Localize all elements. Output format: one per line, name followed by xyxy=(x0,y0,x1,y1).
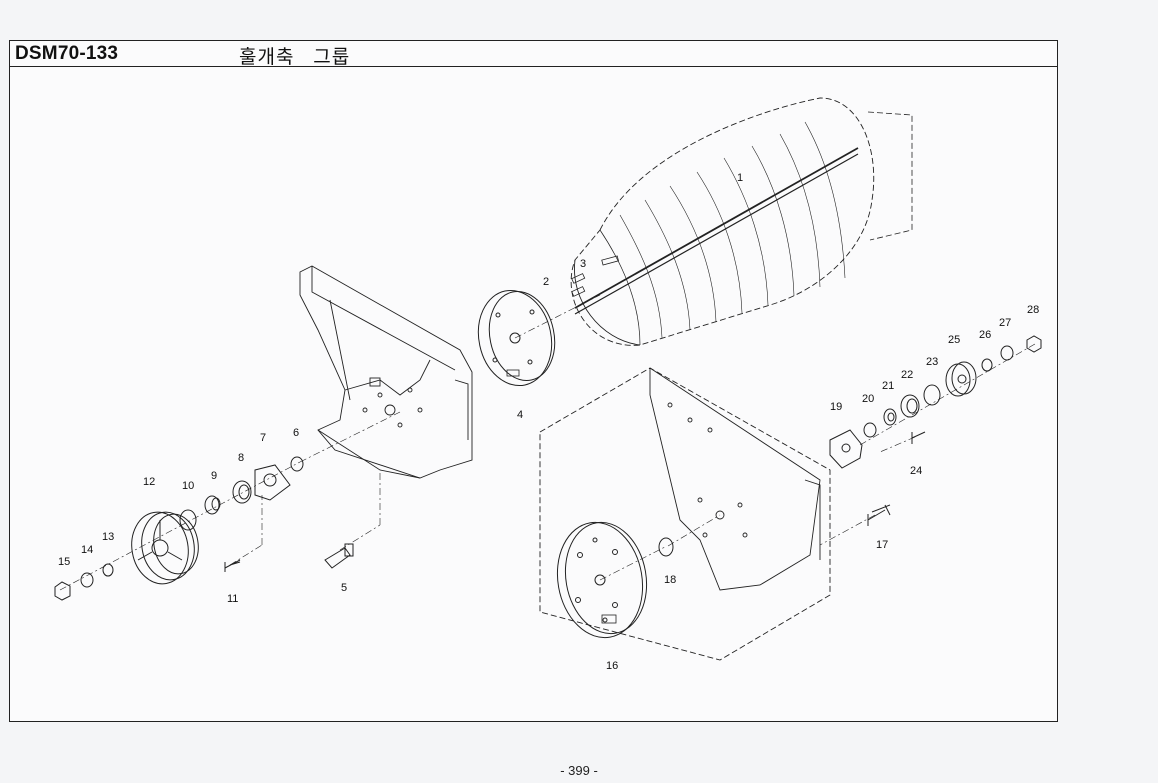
callout-16: 16 xyxy=(606,660,618,672)
right-small-parts xyxy=(658,335,1042,557)
callout-27: 27 xyxy=(999,317,1011,329)
model-code: DSM70-133 xyxy=(15,43,119,64)
callout-2: 2 xyxy=(543,276,549,288)
callout-10: 10 xyxy=(182,480,194,492)
callout-18: 18 xyxy=(664,574,676,586)
callout-9: 9 xyxy=(211,470,217,482)
callout-22: 22 xyxy=(901,369,913,381)
title-bar: DSM70-133 훌개축 그룹 xyxy=(9,40,1058,68)
callout-17: 17 xyxy=(876,539,888,551)
callout-25: 25 xyxy=(948,334,960,346)
callout-8: 8 xyxy=(238,452,244,464)
callout-3: 3 xyxy=(580,258,586,270)
callout-21: 21 xyxy=(882,380,894,392)
page-number: - 399 - xyxy=(560,763,598,778)
callout-23: 23 xyxy=(926,356,938,368)
callout-24: 24 xyxy=(910,465,922,477)
right-side-frame xyxy=(539,367,831,661)
large-pulley xyxy=(556,521,648,639)
drum-end-plate xyxy=(477,289,556,387)
callout-11: 11 xyxy=(227,593,238,605)
callout-1: 1 xyxy=(737,172,743,184)
callout-12: 12 xyxy=(143,476,155,488)
callout-13: 13 xyxy=(102,531,114,543)
group-title: 훌개축 그룹 xyxy=(239,47,351,68)
left-small-parts xyxy=(54,456,354,601)
callout-14: 14 xyxy=(81,544,93,556)
callout-4: 4 xyxy=(517,409,523,421)
callout-5: 5 xyxy=(341,582,347,594)
callout-28: 28 xyxy=(1027,304,1039,316)
callout-19: 19 xyxy=(830,401,842,413)
drum-assembly xyxy=(570,97,913,346)
callout-7: 7 xyxy=(260,432,266,444)
callout-15: 15 xyxy=(58,556,70,568)
assembly-leader-lines xyxy=(59,294,1036,591)
callout-numbers: 1 2 3 4 5 6 7 8 9 10 11 12 13 14 15 16 1… xyxy=(58,172,1039,672)
drawing-frame xyxy=(9,40,1058,722)
callout-6: 6 xyxy=(293,427,299,439)
callout-20: 20 xyxy=(862,393,874,405)
callout-26: 26 xyxy=(979,329,991,341)
left-side-frame xyxy=(299,265,473,479)
